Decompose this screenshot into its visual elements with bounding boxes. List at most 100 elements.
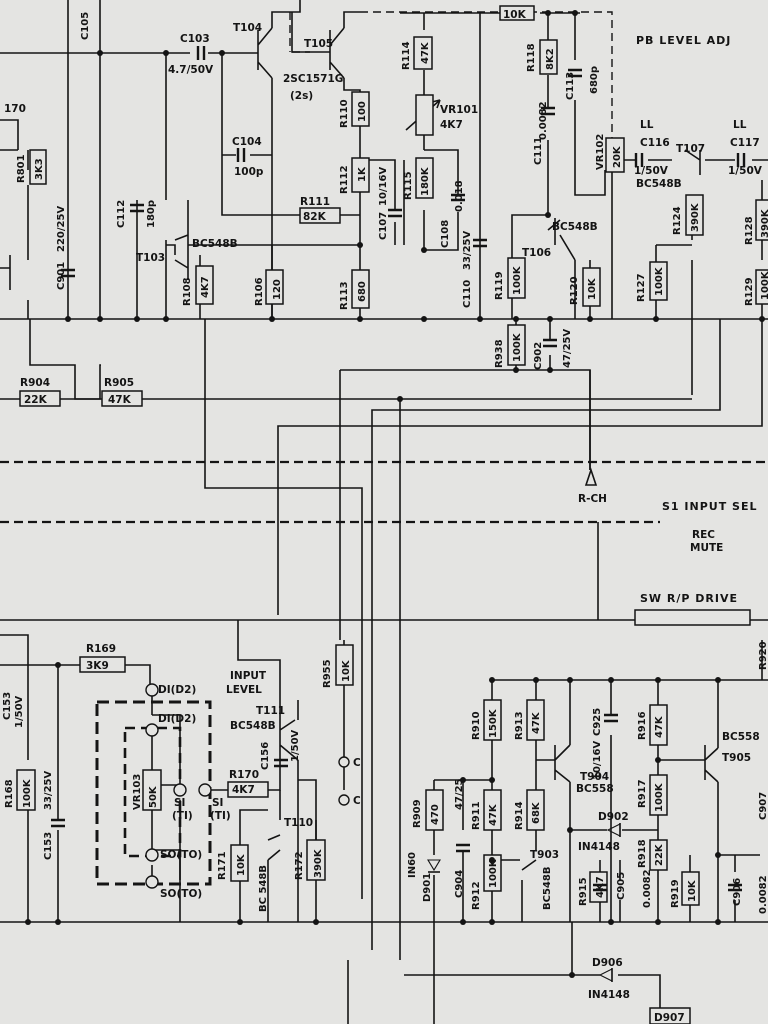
svg-text:C108: C108 [440, 220, 451, 248]
svg-text:R113: R113 [339, 281, 350, 310]
svg-text:R913: R913 [514, 711, 525, 740]
svg-text:47K: 47K [420, 41, 431, 64]
svg-text:R168: R168 [4, 779, 15, 808]
svg-text:C117: C117 [730, 137, 760, 149]
svg-text:R108: R108 [182, 277, 193, 306]
svg-text:R110: R110 [339, 99, 350, 128]
svg-text:C110: C110 [462, 280, 473, 308]
svg-text:R106: R106 [254, 277, 265, 306]
svg-text:D902: D902 [598, 811, 629, 823]
svg-text:C902: C902 [533, 342, 544, 370]
svg-text:C104: C104 [232, 136, 262, 148]
svg-text:C906: C906 [732, 878, 743, 906]
shield-outline [289, 11, 613, 160]
svg-text:R917: R917 [637, 779, 648, 808]
svg-text:100K: 100K [654, 782, 665, 812]
svg-text:C107: C107 [378, 212, 389, 240]
svg-text:C113: C113 [565, 72, 576, 100]
svg-text:100: 100 [357, 101, 368, 122]
svg-text:D906: D906 [592, 957, 623, 969]
svg-text:BC548B: BC548B [542, 867, 553, 910]
svg-text:3K3: 3K3 [34, 158, 45, 180]
svg-text:SO(TO): SO(TO) [160, 888, 202, 900]
svg-text:BC548B: BC548B [552, 221, 598, 233]
svg-text:INPUT: INPUT [230, 670, 267, 682]
wires-upper [0, 0, 768, 395]
svg-text:T903: T903 [530, 849, 559, 861]
svg-text:R119: R119 [494, 271, 505, 300]
svg-text:IN60: IN60 [407, 852, 418, 878]
svg-text:R916: R916 [637, 711, 648, 740]
svg-text:VR103: VR103 [132, 774, 143, 810]
svg-text:T106: T106 [522, 247, 551, 259]
svg-text:T905: T905 [722, 752, 751, 764]
svg-text:10K: 10K [587, 277, 598, 300]
svg-text:REC: REC [692, 529, 715, 541]
svg-text:T107: T107 [676, 143, 705, 155]
svg-text:T110: T110 [284, 817, 313, 829]
svg-text:100K: 100K [488, 858, 499, 888]
svg-text:C153: C153 [43, 832, 54, 860]
svg-text:R169: R169 [86, 643, 116, 655]
svg-text:47K: 47K [108, 394, 132, 406]
terminals [145, 683, 350, 889]
svg-text:S1 INPUT SEL: S1 INPUT SEL [662, 500, 757, 513]
svg-text:BC558: BC558 [576, 783, 614, 795]
svg-text:33/25V: 33/25V [43, 771, 54, 810]
svg-text:R905: R905 [104, 377, 134, 389]
svg-text:SI: SI [174, 797, 185, 809]
svg-text:1/50V: 1/50V [634, 165, 669, 177]
svg-text:C156: C156 [260, 742, 271, 770]
svg-text:4K7: 4K7 [440, 119, 463, 131]
svg-text:DI(D2): DI(D2) [158, 713, 196, 725]
svg-text:MUTE: MUTE [690, 542, 723, 554]
svg-text:1/50V: 1/50V [728, 165, 763, 177]
svg-text:R171: R171 [217, 851, 228, 880]
svg-text:C905: C905 [616, 872, 627, 900]
svg-text:C904: C904 [454, 870, 465, 898]
svg-text:R918: R918 [637, 839, 648, 868]
diodes [427, 823, 621, 982]
svg-text:2SC1571G: 2SC1571G [283, 73, 343, 85]
svg-text:1/50V: 1/50V [14, 695, 25, 728]
svg-text:10/16V: 10/16V [592, 741, 603, 780]
svg-text:C111: C111 [533, 137, 544, 165]
svg-text:10K: 10K [236, 853, 247, 876]
svg-text:8K2: 8K2 [545, 48, 556, 70]
svg-text:R955: R955 [322, 659, 333, 688]
svg-text:47K: 47K [488, 803, 499, 826]
svg-text:C: C [353, 795, 361, 807]
svg-text:390K: 390K [690, 202, 701, 232]
labels-middle: R-CH S1 INPUT SEL REC MUTE SW R/P DRIVE [578, 493, 757, 605]
svg-text:PB LEVEL ADJ: PB LEVEL ADJ [636, 34, 731, 47]
svg-text:3K9: 3K9 [86, 660, 109, 672]
svg-text:220/25V: 220/25V [56, 206, 67, 252]
svg-text:T105: T105 [304, 38, 333, 50]
svg-text:C901: C901 [56, 262, 67, 290]
svg-text:1/50V: 1/50V [290, 729, 301, 762]
svg-text:IN4148: IN4148 [588, 989, 630, 1001]
svg-text:C116: C116 [640, 137, 670, 149]
svg-text:R915: R915 [578, 877, 589, 906]
svg-text:T111: T111 [256, 705, 285, 717]
svg-text:10K: 10K [687, 879, 698, 902]
svg-text:100p: 100p [234, 166, 264, 178]
svg-text:R118: R118 [526, 43, 537, 72]
svg-text:R919: R919 [670, 879, 681, 908]
svg-text:10/16V: 10/16V [378, 167, 389, 206]
svg-text:50K: 50K [148, 785, 159, 808]
capacitors [51, 46, 746, 892]
svg-text:68K: 68K [531, 801, 542, 824]
svg-text:SW R/P DRIVE: SW R/P DRIVE [640, 592, 738, 605]
svg-text:33/25V: 33/25V [462, 231, 473, 270]
svg-text:R904: R904 [20, 377, 50, 389]
svg-text:T103: T103 [136, 252, 165, 264]
svg-text:R127: R127 [636, 273, 647, 302]
svg-text:100K: 100K [760, 270, 768, 300]
svg-text:47K: 47K [531, 711, 542, 734]
svg-text:47/25: 47/25 [454, 778, 465, 810]
labels-upper: C105 T104 C103 4.7/50V T105 2SC1571G (2s… [4, 9, 768, 406]
svg-text:470: 470 [430, 804, 441, 825]
svg-text:10K: 10K [341, 659, 352, 682]
